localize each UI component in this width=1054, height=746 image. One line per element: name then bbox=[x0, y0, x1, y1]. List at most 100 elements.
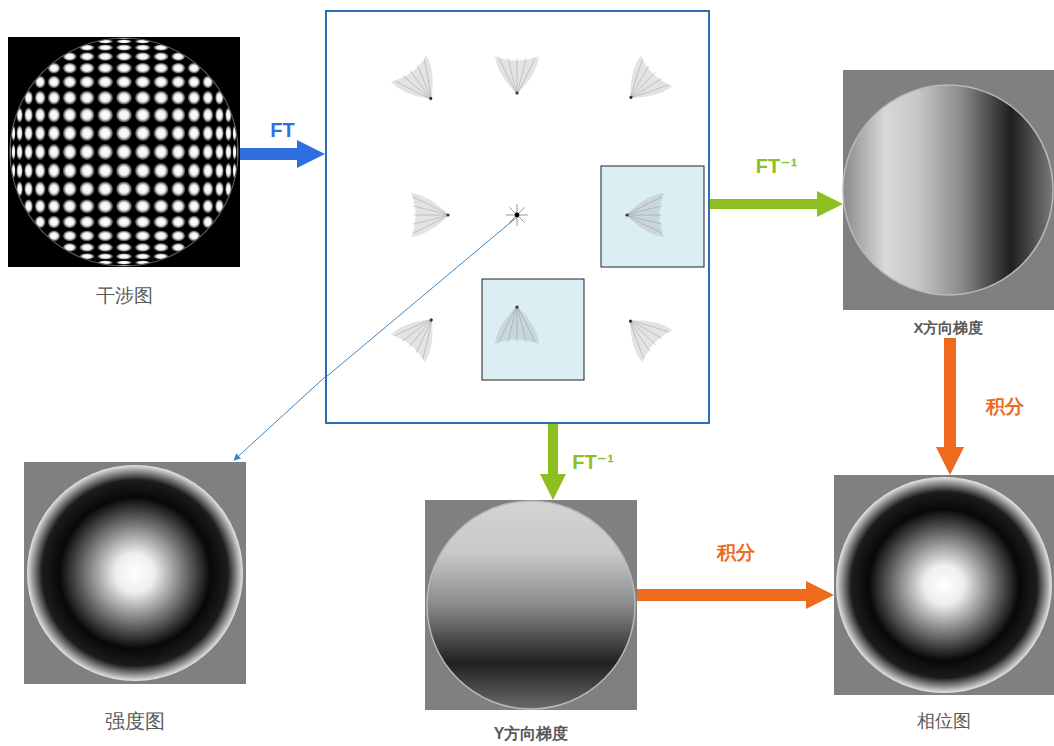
fringe-spot bbox=[35, 144, 46, 160]
fringe-spot bbox=[171, 216, 185, 228]
fringe-spot bbox=[135, 216, 151, 228]
fringe-spot bbox=[79, 231, 94, 242]
flow-arrow bbox=[944, 338, 956, 447]
lobe-ray bbox=[517, 58, 526, 94]
image-panel: 干涉图 bbox=[8, 37, 240, 309]
fringe-spot bbox=[135, 163, 151, 179]
lobe-peak bbox=[429, 318, 434, 323]
fringe-spot bbox=[135, 243, 151, 252]
fringe-spot bbox=[116, 199, 132, 213]
fringe-spot bbox=[203, 107, 214, 122]
fringe-spot bbox=[135, 52, 151, 61]
fringe-spot bbox=[188, 107, 200, 122]
fringe-spot bbox=[233, 144, 237, 160]
image-caption: Y方向梯度 bbox=[425, 724, 637, 745]
fringe-spot bbox=[63, 52, 77, 61]
fringe-spot bbox=[79, 52, 94, 61]
fringe-spot bbox=[154, 243, 169, 252]
lobe-ray bbox=[410, 60, 446, 100]
fringe-spot bbox=[135, 182, 151, 197]
fringe-spot bbox=[154, 44, 169, 50]
fringe-spot bbox=[188, 76, 200, 88]
fringe-spot bbox=[35, 216, 46, 228]
fringe-spot bbox=[48, 63, 60, 74]
spectral-lobes bbox=[391, 55, 673, 362]
fringe-spot bbox=[135, 63, 151, 74]
flow-arrow bbox=[240, 148, 297, 160]
fringe-spot bbox=[35, 76, 46, 88]
aperture-rim bbox=[10, 38, 238, 266]
lobe-ray bbox=[413, 215, 449, 224]
lobe-ray bbox=[617, 60, 655, 98]
fringe-spot bbox=[154, 231, 169, 242]
fringe-spot bbox=[116, 52, 132, 61]
fringe-spot bbox=[154, 125, 169, 141]
image-panel: X方向梯度 bbox=[843, 70, 1054, 338]
lobe-ray bbox=[410, 65, 439, 99]
fringe-spot bbox=[35, 125, 46, 141]
fringe-spot bbox=[63, 91, 77, 105]
fringe-spot bbox=[135, 199, 151, 213]
fringe-spot bbox=[154, 52, 169, 61]
fringe-spot bbox=[63, 107, 77, 122]
lobe-ray bbox=[626, 215, 662, 233]
lobe-ray bbox=[403, 70, 432, 104]
image-area bbox=[834, 475, 1054, 695]
fringe-spot bbox=[35, 107, 46, 122]
lobe-peak bbox=[428, 96, 432, 100]
image-caption: 强度图 bbox=[24, 708, 246, 735]
lobe-ray bbox=[517, 306, 535, 342]
edge-label: 积分 bbox=[717, 543, 755, 564]
fringe-spot bbox=[116, 231, 132, 242]
fringe-spot bbox=[63, 199, 77, 213]
fringe-spot bbox=[97, 243, 113, 252]
image-panel: Y方向梯度 bbox=[425, 500, 637, 745]
fringe-spot bbox=[116, 125, 132, 141]
fringe-spot bbox=[48, 76, 60, 88]
fringe-spot bbox=[154, 76, 169, 88]
fringe-spot bbox=[154, 216, 169, 228]
lobe-ray bbox=[517, 306, 518, 342]
fringe-spot bbox=[135, 253, 151, 259]
fringe-spot bbox=[188, 231, 200, 242]
lobe-peak bbox=[628, 319, 633, 324]
fringe-spot bbox=[171, 243, 185, 252]
fringe-spot bbox=[63, 76, 77, 88]
leader-line bbox=[326, 217, 517, 377]
fringe-spot bbox=[135, 231, 151, 242]
spectral-lobe bbox=[495, 305, 539, 344]
fringe-spot bbox=[203, 91, 214, 105]
fringe-spot bbox=[203, 163, 214, 179]
intensity-disc bbox=[27, 465, 243, 681]
selection-window bbox=[482, 279, 584, 380]
lobe-ray bbox=[517, 306, 526, 342]
fringe-spot bbox=[203, 216, 214, 228]
fringe-spot bbox=[63, 216, 77, 228]
fringe-spot bbox=[35, 91, 46, 105]
fringe-spot bbox=[171, 125, 185, 141]
spectrum bbox=[326, 11, 709, 423]
fringe-spot bbox=[154, 253, 169, 259]
fringe-spot bbox=[97, 76, 113, 88]
spectral-lobe bbox=[391, 56, 449, 113]
image-ground bbox=[425, 500, 637, 710]
fringe-spot bbox=[48, 125, 60, 141]
lobe-peak bbox=[629, 95, 634, 100]
fringe-spot bbox=[16, 182, 22, 197]
lobe-ray bbox=[617, 320, 656, 358]
fringe-spot bbox=[97, 107, 113, 122]
lobe-body bbox=[495, 56, 539, 94]
fringe-spot bbox=[79, 76, 94, 88]
fringe-spot bbox=[97, 63, 113, 74]
fringe-spot bbox=[79, 125, 94, 141]
image-caption: X方向梯度 bbox=[843, 319, 1054, 338]
fringe-spot bbox=[171, 76, 185, 88]
spectral-lobe bbox=[495, 56, 539, 95]
fringe-spot bbox=[79, 91, 94, 105]
fringe-spot bbox=[48, 216, 60, 228]
lobe-ray bbox=[413, 206, 449, 215]
fringe-spot bbox=[97, 231, 113, 242]
fringe-spot bbox=[79, 253, 94, 259]
fringe-spot bbox=[24, 144, 33, 160]
